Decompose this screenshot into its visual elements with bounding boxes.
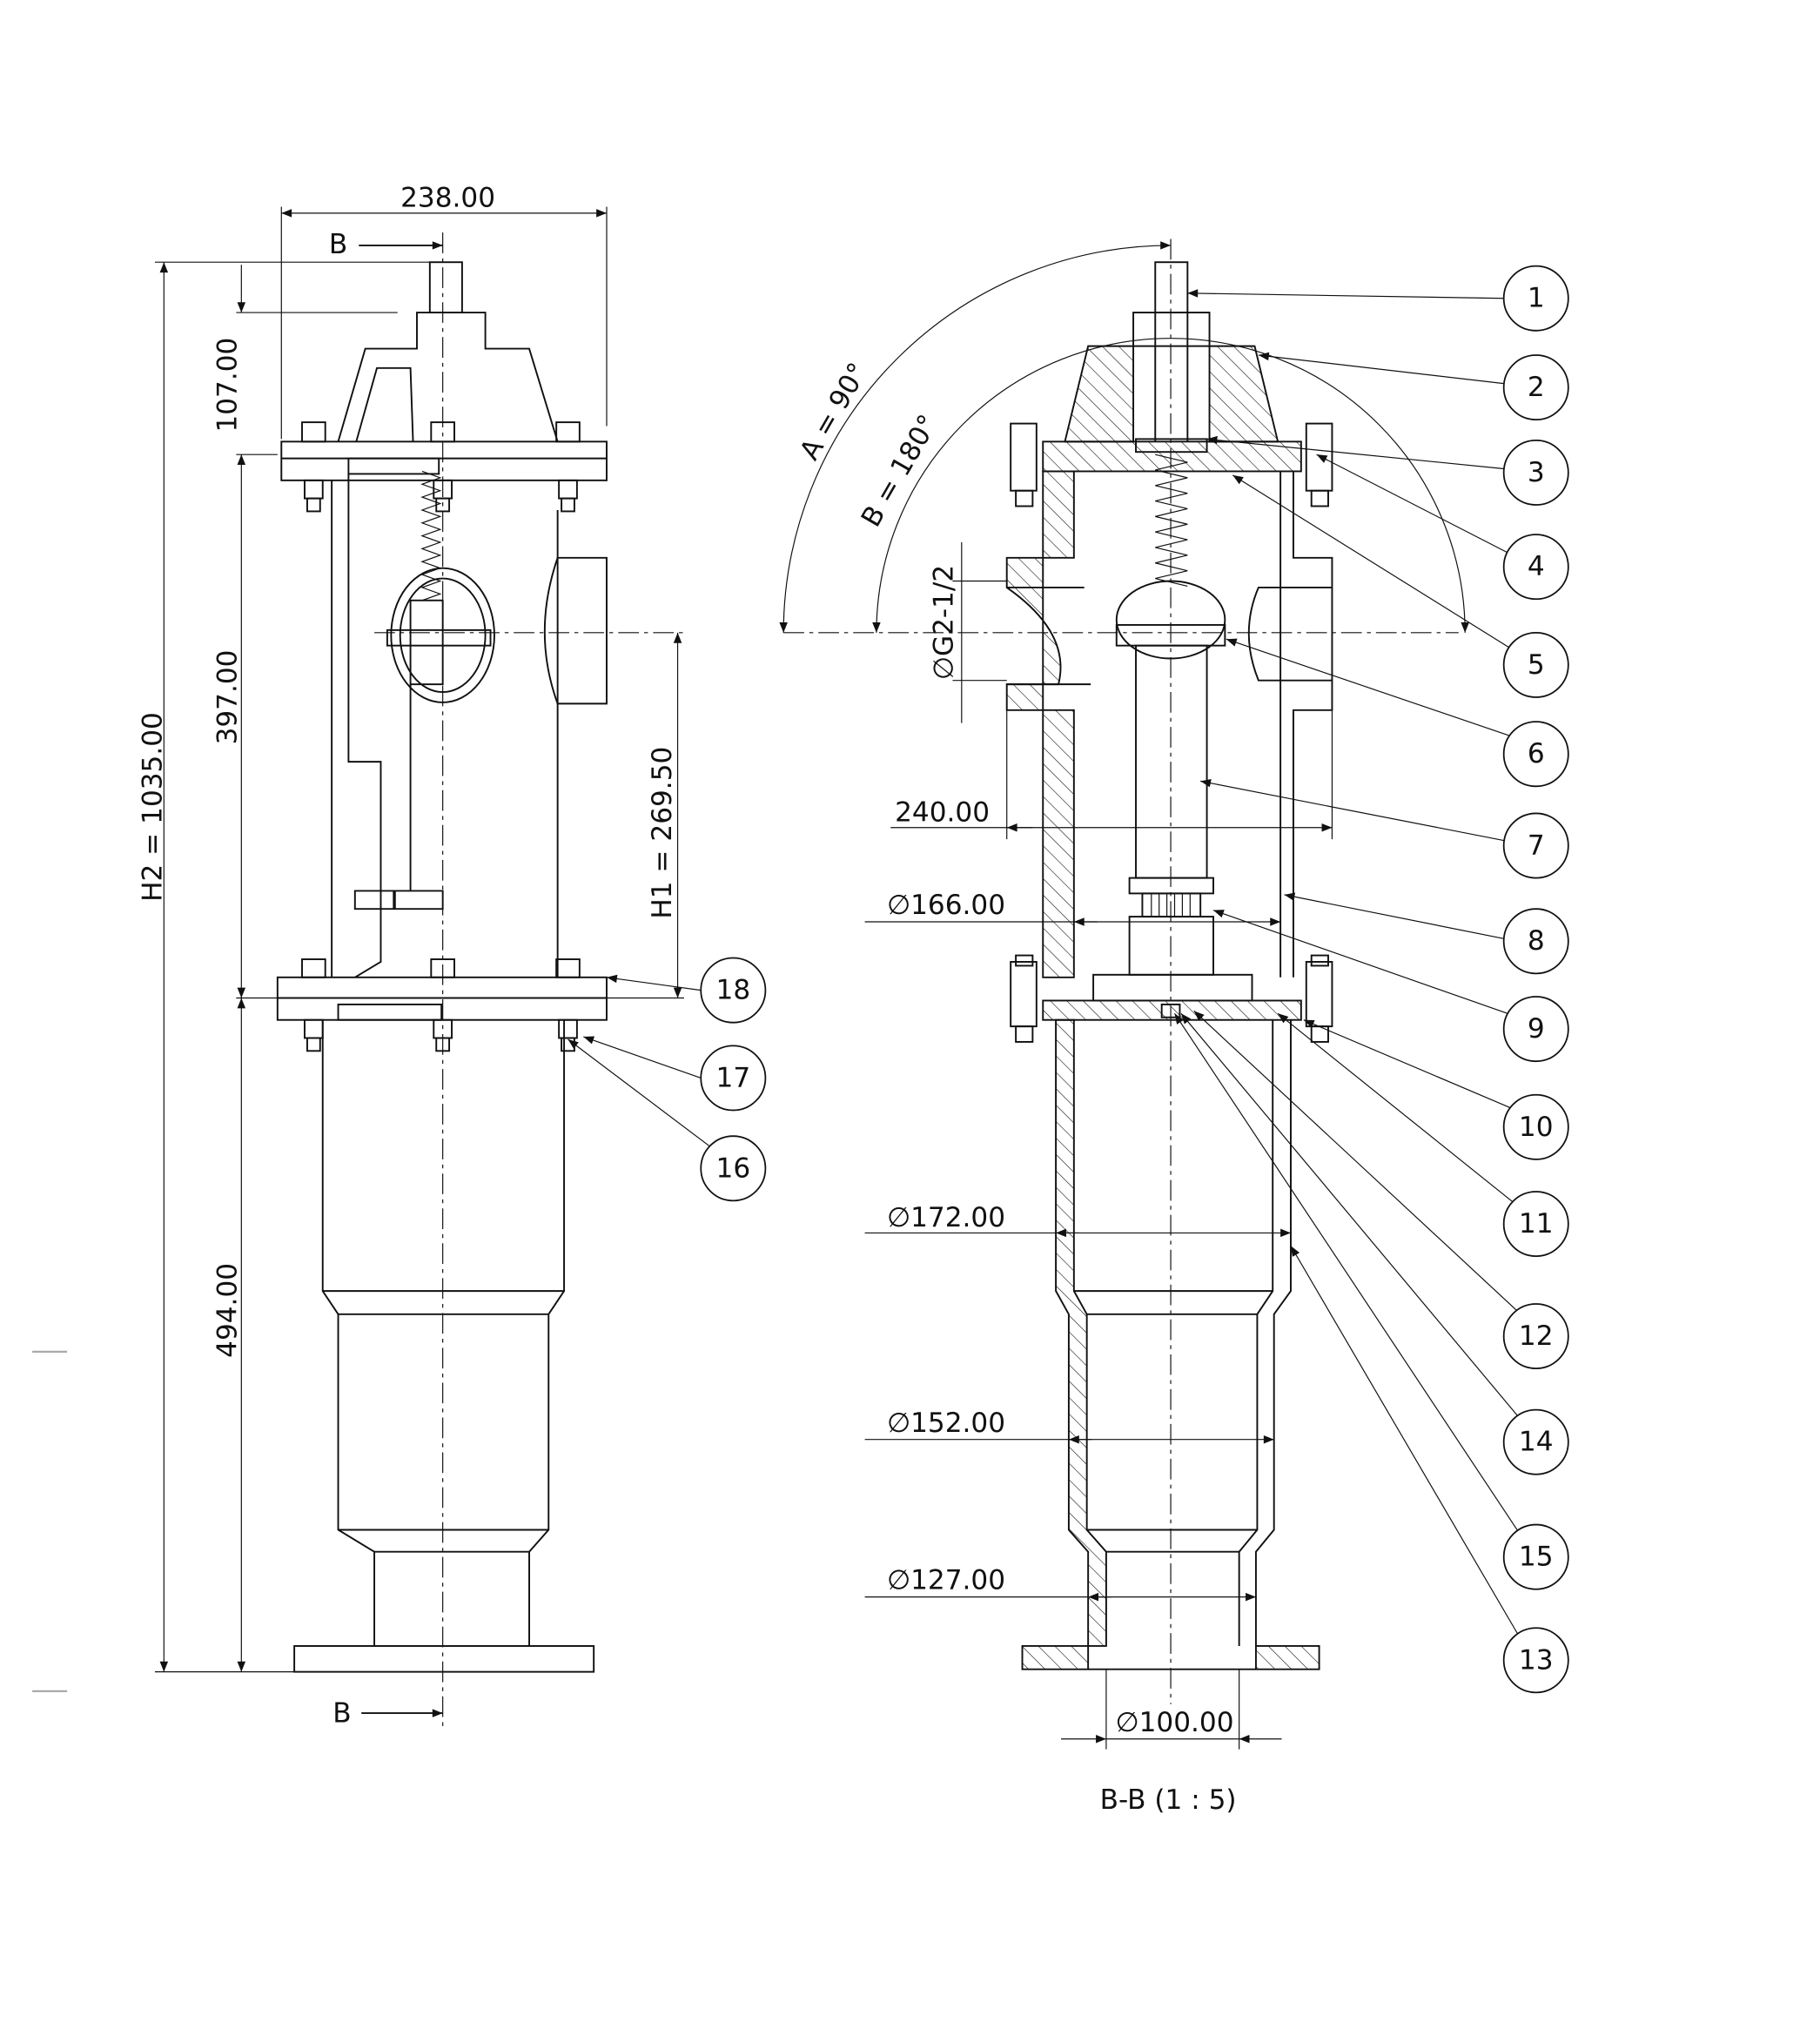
svg-text:8: 8 xyxy=(1528,925,1545,957)
balloon-15: 15 xyxy=(1502,1523,1569,1590)
angle-b: B = 180° xyxy=(856,409,944,532)
dim-dia-100: ∅100.00 xyxy=(1115,1707,1233,1738)
balloon-3: 3 xyxy=(1502,439,1569,506)
balloon-6: 6 xyxy=(1502,721,1569,788)
bolt xyxy=(430,421,455,513)
dim-107: 107.00 xyxy=(212,338,243,433)
dim-h1: H1 = 269.50 xyxy=(647,747,678,919)
balloon-9: 9 xyxy=(1502,996,1569,1063)
svg-text:18: 18 xyxy=(716,975,751,1006)
thread-size: ∅G2-1/2 xyxy=(928,565,959,680)
section-dimensions: A = 90° B = 180° ∅G2-1/2 240.00 ∅166.00 … xyxy=(779,241,1469,1816)
dim-240: 240.00 xyxy=(895,796,990,828)
dim-494: 494.00 xyxy=(212,1263,243,1358)
svg-text:5: 5 xyxy=(1528,649,1545,681)
svg-text:13: 13 xyxy=(1519,1644,1554,1676)
balloon-4: 4 xyxy=(1502,534,1569,601)
bolt xyxy=(555,421,581,513)
balloon-14: 14 xyxy=(1502,1408,1569,1475)
svg-text:10: 10 xyxy=(1519,1112,1554,1143)
front-view-dimensions: 238.00 B H2 = 1035.00 107.00 397.00 494.… xyxy=(137,182,767,1729)
section-balloons: 1 2 3 4 5 6 7 8 9 10 11 12 14 15 13 xyxy=(1174,265,1569,1694)
bolt xyxy=(430,958,455,1052)
svg-text:3: 3 xyxy=(1528,457,1545,488)
svg-text:15: 15 xyxy=(1519,1542,1554,1573)
dim-overall-height: H2 = 1035.00 xyxy=(137,712,168,902)
bolt xyxy=(555,958,581,1052)
balloon-7: 7 xyxy=(1502,812,1569,879)
svg-text:11: 11 xyxy=(1519,1208,1554,1240)
svg-text:12: 12 xyxy=(1519,1320,1554,1352)
dim-dia-152: ∅152.00 xyxy=(887,1408,1005,1439)
section-caption: B-B (1 : 5) xyxy=(1100,1784,1237,1816)
balloon-5: 5 xyxy=(1502,631,1569,698)
balloon-12: 12 xyxy=(1502,1303,1569,1370)
section-mark-bottom: B xyxy=(332,1697,351,1729)
balloon-8: 8 xyxy=(1502,908,1569,975)
dim-dia-172: ∅172.00 xyxy=(887,1202,1005,1233)
balloon-2: 2 xyxy=(1502,354,1569,421)
svg-text:7: 7 xyxy=(1528,830,1545,862)
svg-text:2: 2 xyxy=(1528,372,1545,403)
svg-text:14: 14 xyxy=(1519,1427,1554,1458)
section-mark-top: B xyxy=(329,229,347,260)
svg-text:17: 17 xyxy=(716,1062,751,1093)
balloon-17: 17 xyxy=(700,1045,767,1112)
balloon-13: 13 xyxy=(1502,1627,1569,1694)
bolt xyxy=(1305,954,1333,1043)
svg-text:9: 9 xyxy=(1528,1013,1545,1045)
svg-text:1: 1 xyxy=(1528,283,1545,314)
svg-text:16: 16 xyxy=(716,1152,751,1184)
dim-overall-width: 238.00 xyxy=(400,182,495,213)
section-view-bb xyxy=(783,239,1459,1704)
bolt xyxy=(301,421,326,513)
bolt xyxy=(1010,954,1038,1043)
balloon-18: 18 xyxy=(700,957,767,1024)
balloon-16: 16 xyxy=(700,1135,767,1202)
svg-text:6: 6 xyxy=(1528,738,1545,769)
bolt xyxy=(301,958,326,1052)
dim-dia-127: ∅127.00 xyxy=(887,1565,1005,1596)
front-view xyxy=(276,232,608,1730)
balloon-1: 1 xyxy=(1502,265,1569,332)
angle-a: A = 90° xyxy=(794,358,874,466)
dim-397: 397.00 xyxy=(212,650,243,745)
bolt xyxy=(1010,422,1038,507)
bolt xyxy=(1305,422,1333,507)
balloon-10: 10 xyxy=(1502,1093,1569,1160)
balloon-11: 11 xyxy=(1502,1191,1569,1257)
dim-dia-166: ∅166.00 xyxy=(887,890,1005,921)
svg-text:4: 4 xyxy=(1528,551,1545,582)
